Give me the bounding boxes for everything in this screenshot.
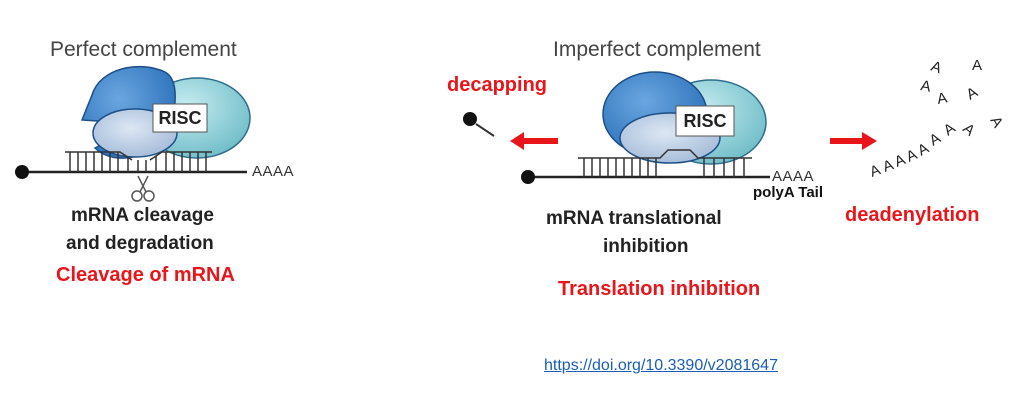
- left-red-label: Cleavage of mRNA: [56, 264, 235, 286]
- left-mirna-strand: [65, 151, 212, 161]
- floating-a-1: A: [868, 161, 883, 180]
- floating-a-11: A: [936, 89, 949, 107]
- floating-a-13: A: [972, 57, 982, 74]
- released-polya-letters: A A A A A A A A A A A A A A: [868, 57, 1007, 181]
- floating-a-9: A: [987, 114, 1007, 131]
- right-red-label: Translation inhibition: [558, 278, 761, 300]
- right-outcome-line2: inhibition: [603, 236, 689, 257]
- right-polya-tail-label: AAAA: [772, 168, 815, 185]
- right-outcome-line1: mRNA translational: [546, 208, 722, 229]
- left-risc-complex: [80, 65, 251, 159]
- left-outcome-line2: and degradation: [66, 233, 214, 254]
- deadenylation-label: deadenylation: [845, 204, 980, 226]
- citation-link[interactable]: https://doi.org/10.3390/v2081647: [544, 357, 778, 374]
- decapping-label: decapping: [447, 74, 548, 96]
- floating-a-12: A: [929, 58, 944, 77]
- left-outcome-line1: mRNA cleavage: [71, 205, 214, 226]
- left-5prime-cap: [15, 165, 29, 179]
- left-panel-title: Perfect complement: [50, 38, 237, 61]
- right-risc-label: RISC: [683, 111, 727, 131]
- polya-tail-caption: polyA Tail: [753, 184, 824, 201]
- removed-cap-icon: [463, 112, 495, 137]
- right-mrna-strand: [521, 149, 770, 184]
- floating-a-7: A: [941, 120, 959, 140]
- right-risc-complex: [602, 71, 767, 165]
- left-risc-label-box: [152, 103, 208, 133]
- deadenylation-arrow: [830, 132, 877, 150]
- floating-a-8: A: [959, 120, 978, 139]
- floating-a-14: A: [919, 77, 932, 95]
- right-base-pairs: [583, 158, 745, 177]
- decapping-arrow: [510, 132, 558, 150]
- left-mrna-strand: [15, 151, 247, 179]
- floating-a-10: A: [964, 84, 981, 104]
- left-polya-tail-label: AAAA: [252, 163, 295, 180]
- scissors-icon: [131, 175, 155, 202]
- left-base-pairs: [69, 152, 207, 172]
- right-mirna-strand: [578, 149, 752, 159]
- left-risc-label: RISC: [158, 108, 202, 128]
- right-risc-label-box: [675, 105, 735, 137]
- right-panel-title: Imperfect complement: [553, 38, 761, 61]
- right-5prime-cap: [521, 170, 535, 184]
- floating-a-6: A: [927, 130, 944, 150]
